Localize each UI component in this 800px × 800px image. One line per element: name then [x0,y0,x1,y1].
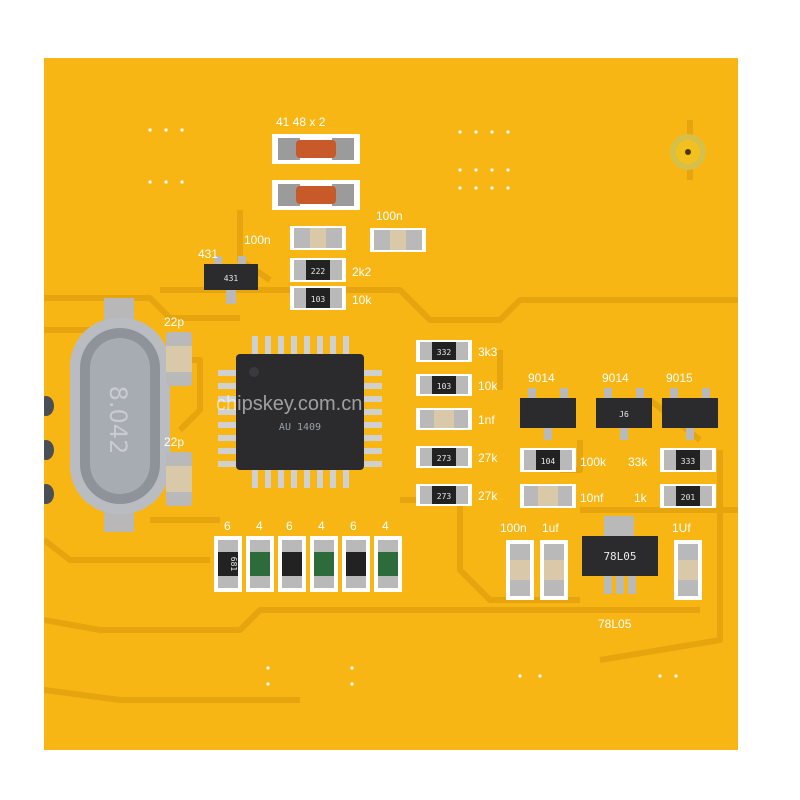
crystal-oscillator: 8.042 [70,298,170,532]
capacitor-1nf [416,408,472,430]
resistor-27k-b: 273 [416,484,472,506]
capacitor-22p-a [166,332,192,386]
svg-text:681: 681 [229,557,238,572]
resistor-33k: 333 [660,448,716,472]
header-pins [44,396,54,504]
transistor-9015 [662,388,718,440]
pcb-artwork: 8.042 22p 22p 41 48 x 2 100n 100n [44,115,738,703]
label-22p-b: 22p [164,435,184,449]
label-100k: 100k [580,455,607,469]
capacitor-100n-b [370,228,426,252]
svg-text:273: 273 [437,454,452,463]
label-9015: 9015 [666,371,693,385]
svg-text:103: 103 [311,295,326,304]
label-4148: 41 48 x 2 [276,115,326,129]
resistor-100k: 104 [520,448,576,472]
label-100n-b: 100n [376,209,403,223]
label-78l05: 78L05 [598,617,632,631]
regulator-78l05: 78L05 [582,516,658,594]
digit-2: 4 [256,519,263,533]
label-9014-a: 9014 [528,371,555,385]
label-3k3: 3k3 [478,345,498,359]
svg-text:332: 332 [437,348,452,357]
label-9014-b: 9014 [602,371,629,385]
label-22p-a: 22p [164,315,184,329]
digit-4: 4 [318,519,325,533]
svg-text:104: 104 [541,457,556,466]
svg-text:201: 201 [681,493,696,502]
label-27k-b: 27k [478,489,498,503]
pcb-board: 8.042 22p 22p 41 48 x 2 100n 100n [44,58,738,750]
capacitor-100n-c [506,540,534,600]
svg-text:103: 103 [437,382,452,391]
label-431: 431 [198,247,218,261]
svg-text:78L05: 78L05 [603,550,636,563]
led-array: 6 4 6 4 6 4 681 [214,519,402,592]
label-100n-a: 100n [244,233,271,247]
digit-5: 6 [350,519,357,533]
digit-1: 6 [224,519,231,533]
watermark: chipskey.com.cn [216,393,362,415]
svg-text:222: 222 [311,267,326,276]
svg-text:333: 333 [681,457,696,466]
transistor-9014-a [520,388,576,440]
mcu-marking: AU 1409 [279,422,321,433]
capacitor-100n-a [290,226,346,250]
label-2k2: 2k2 [352,265,372,279]
label-10k: 10k [352,293,372,307]
capacitor-1uf [540,540,568,600]
label-27k-a: 27k [478,451,498,465]
label-33k: 33k [628,455,648,469]
mcu-pins [218,336,382,488]
capacitor-1Uf [674,540,702,600]
digit-6: 4 [382,519,389,533]
svg-text:J6: J6 [619,410,629,419]
label-1uf: 1uf [542,521,559,535]
diode-1 [272,134,360,164]
crystal-marking: 8.042 [104,386,132,455]
label-1nf: 1nf [478,413,495,427]
svg-text:273: 273 [437,492,452,501]
svg-text:431: 431 [224,274,239,283]
resistor-2k2: 222 [290,258,346,282]
mounting-pad [670,134,706,170]
resistor-27k-a: 273 [416,446,472,468]
digit-3: 6 [286,519,293,533]
diode-2 [272,180,360,210]
shunt-regulator-431: 431 [204,256,258,304]
capacitor-10nf [520,484,576,508]
mcu-chip: AU 1409 [218,336,382,488]
resistor-10k: 103 [290,286,346,310]
resistor-10k-b: 103 [416,374,472,396]
via-holes [148,128,678,686]
resistor-1k: 201 [660,484,716,508]
capacitor-22p-b [166,452,192,506]
transistor-9014-b: J6 [596,388,652,440]
resistor-3k3: 332 [416,340,472,362]
label-1k: 1k [634,491,648,505]
label-10k-b: 10k [478,379,498,393]
label-1Uf: 1Uf [672,521,691,535]
label-100n-c: 100n [500,521,527,535]
label-10nf: 10nf [580,491,604,505]
